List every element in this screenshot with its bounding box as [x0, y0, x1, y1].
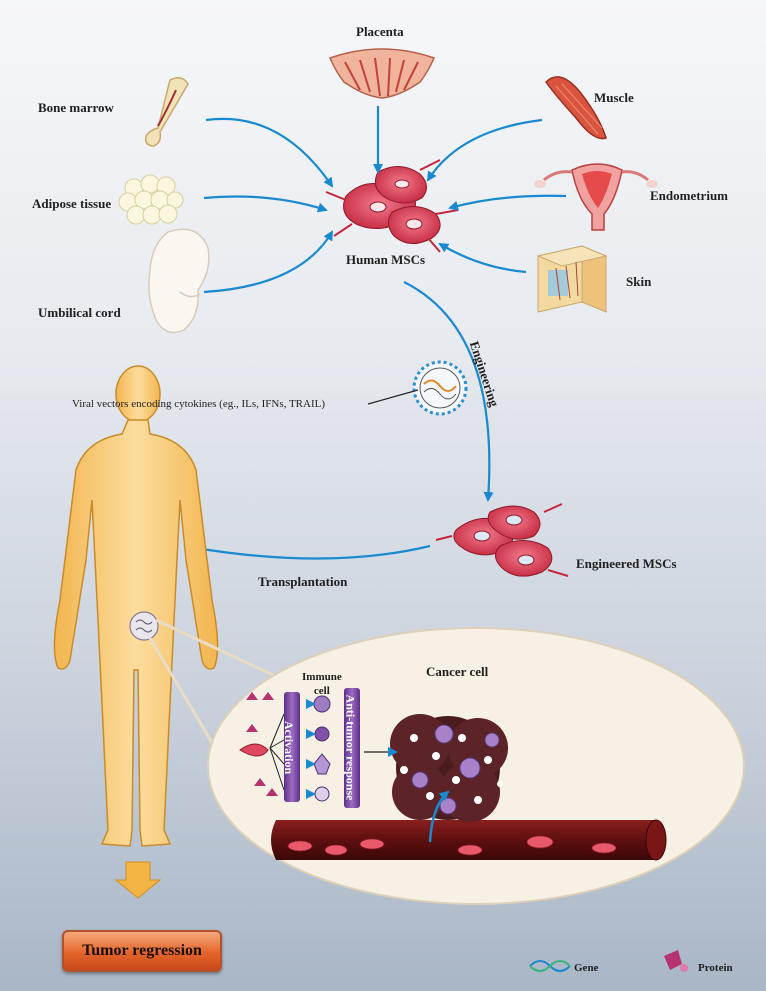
down-arrow [114, 861, 162, 899]
adipose-tissue-label: Adipose tissue [32, 196, 112, 211]
human-mscs-cluster [325, 159, 459, 253]
muscle-illustration [545, 76, 607, 140]
source-arrows [194, 106, 567, 560]
muscle-label: Muscle [594, 90, 634, 105]
bone-marrow-label: Bone marrow [38, 100, 114, 115]
transplantation-label: Transplantation [258, 574, 348, 589]
viral-vectors-label: Viral vectors encoding cytokines (eg., I… [72, 398, 325, 410]
umbilical-cord-label: Umbilical cord [38, 305, 121, 320]
viral-vector-illustration [367, 360, 468, 416]
anti-tumor-box [344, 688, 360, 808]
cancer-cell-cluster [390, 714, 508, 843]
bone-illustration [144, 77, 189, 147]
placenta-label: Placenta [356, 24, 404, 39]
skin-illustration [536, 245, 608, 313]
activation-source [239, 688, 398, 808]
protein-legend-icon [664, 950, 688, 972]
fetus-illustration [148, 228, 210, 334]
placenta-illustration [328, 48, 436, 99]
engineered-mscs-cluster [435, 503, 569, 577]
protein-legend-label: Protein [698, 962, 733, 974]
anti-tumor-response-label: Anti-tumor response [343, 694, 358, 801]
adipose-illustration [118, 174, 184, 225]
engineered-mscs-label: Engineered MSCs [576, 556, 677, 571]
endometrium-illustration [534, 163, 658, 231]
cancer-cell-label: Cancer cell [426, 664, 489, 679]
activation-label: Activation [282, 720, 297, 775]
skin-label: Skin [626, 274, 652, 289]
gene-legend-icon [529, 960, 571, 972]
tumor-regression-button: Tumor regression [62, 930, 222, 972]
human-body-illustration [53, 365, 219, 847]
human-mscs-label: Human MSCs [346, 252, 426, 267]
gene-legend-label: Gene [574, 962, 599, 974]
endometrium-label: Endometrium [650, 188, 728, 203]
activation-box [284, 692, 300, 802]
immune-cell-label: Immune cell [302, 671, 342, 697]
blood-vessel [271, 819, 667, 861]
